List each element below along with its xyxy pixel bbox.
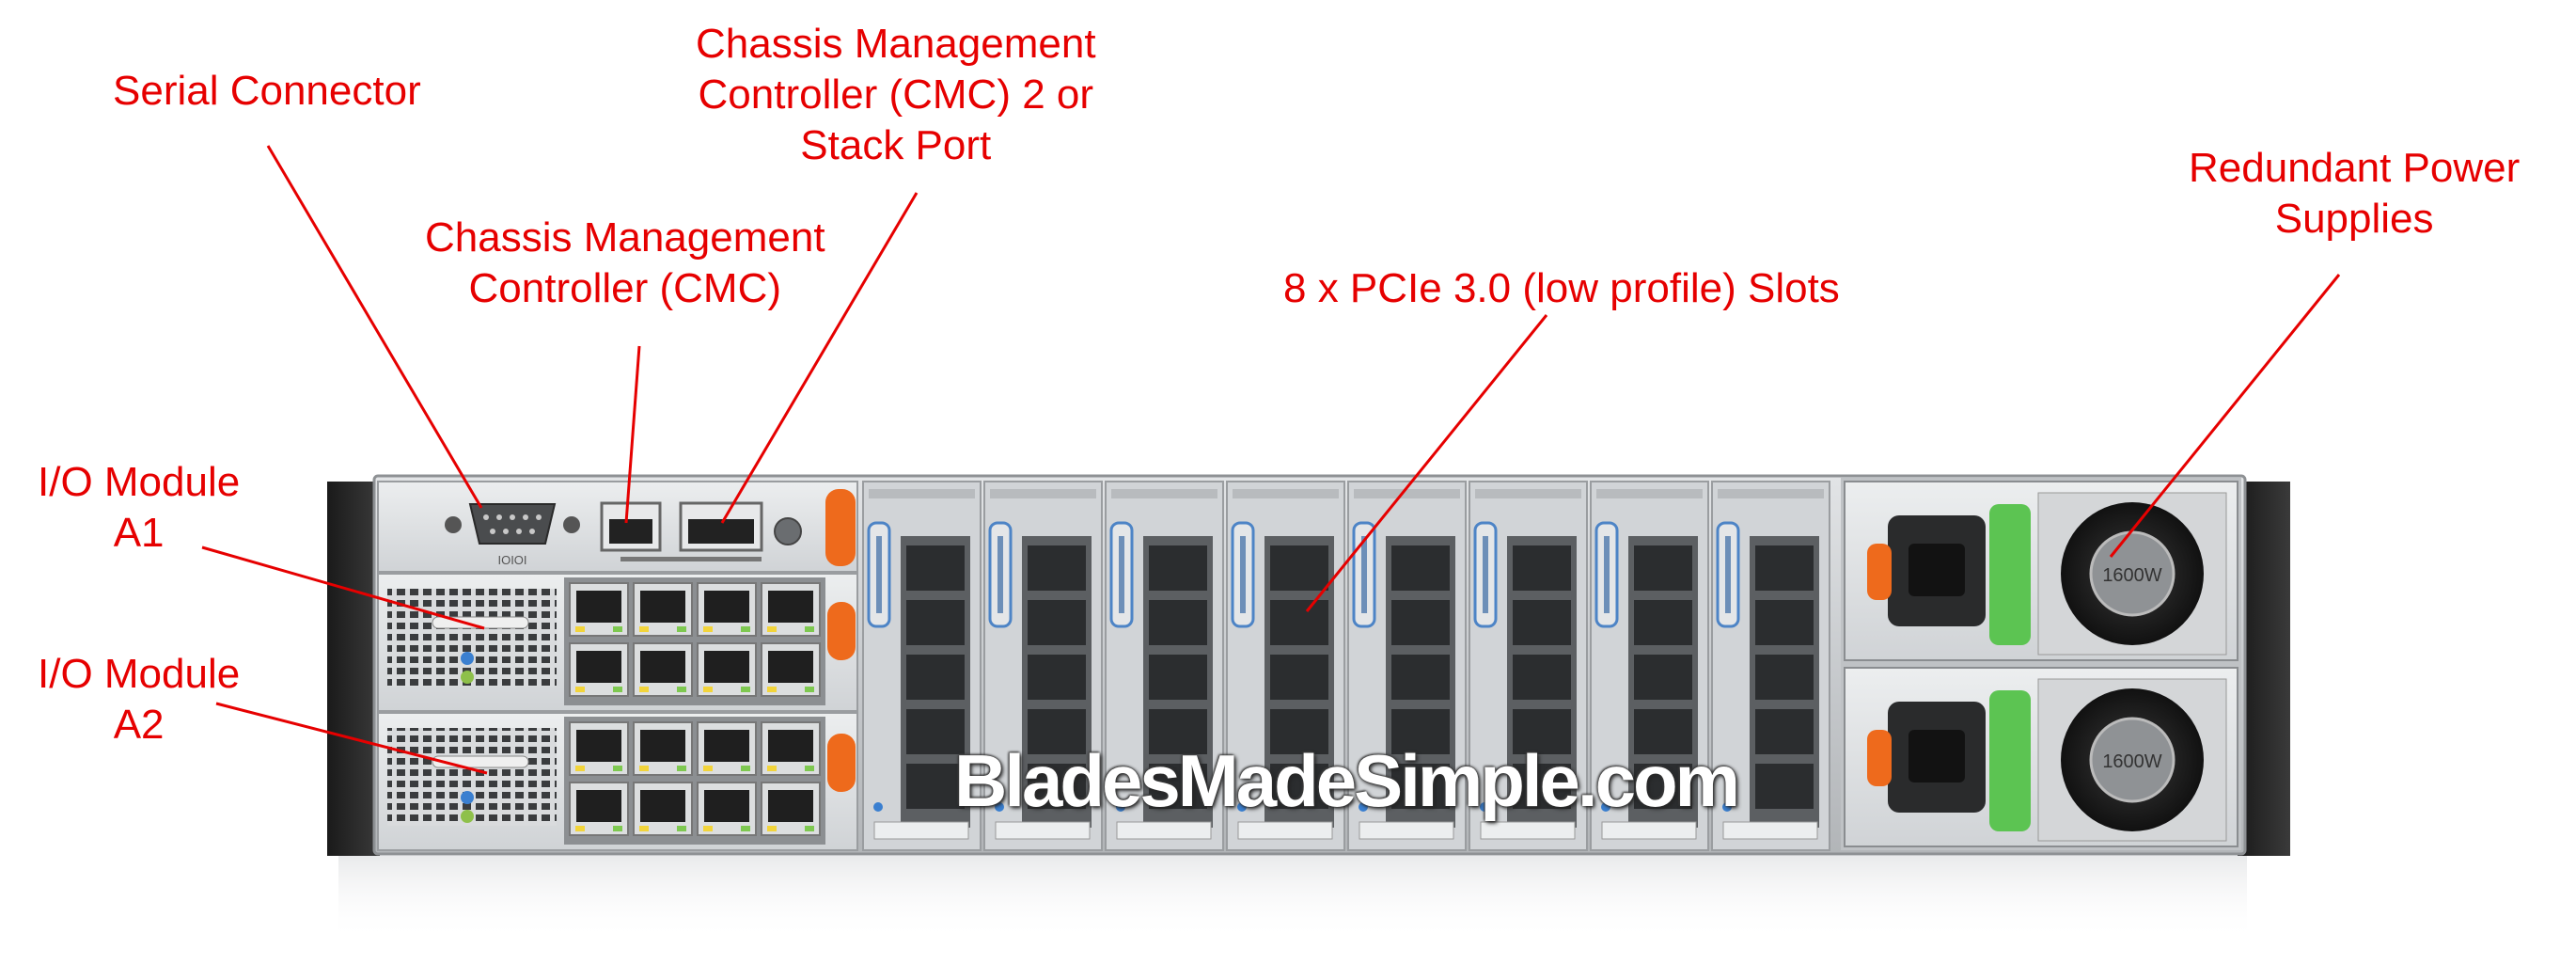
callout-line: I/O Module bbox=[38, 651, 241, 697]
leader-io-a2 bbox=[215, 702, 488, 775]
callout-line: Controller (CMC) 2 or bbox=[698, 71, 1094, 118]
io-module-a1 bbox=[377, 573, 858, 712]
callout-line: A2 bbox=[113, 702, 165, 748]
pcie-slot bbox=[983, 481, 1103, 851]
callout-line: Serial Connector bbox=[113, 68, 421, 114]
callout-line: 8 x PCIe 3.0 (low profile) Slots bbox=[1283, 265, 1840, 311]
callout-line: Supplies bbox=[2274, 196, 2434, 242]
leader-serial bbox=[266, 145, 483, 509]
label-serial-connector: Serial Connector bbox=[113, 66, 421, 117]
callout-line: Chassis Management bbox=[696, 21, 1096, 67]
pcie-slot bbox=[862, 481, 982, 851]
leader-lines bbox=[201, 145, 2341, 775]
leader-cmc bbox=[624, 345, 641, 524]
leader-pcie bbox=[1305, 314, 1548, 612]
cmc-latch bbox=[825, 489, 856, 566]
pcie-slot bbox=[1711, 481, 1830, 851]
psu-1-wattage: 1600W bbox=[2102, 565, 2161, 586]
pcie-slot-area bbox=[862, 481, 1830, 851]
pcie-slot bbox=[1347, 481, 1467, 851]
watermark: BladesMadeSimple.com bbox=[954, 739, 1740, 822]
io-module-a2 bbox=[377, 712, 858, 851]
serial-marking: IOIOI bbox=[497, 553, 526, 567]
pcie-slot bbox=[1590, 481, 1709, 851]
callout-line: Stack Port bbox=[800, 122, 992, 168]
cmc2-stack-port bbox=[679, 501, 763, 552]
leader-psu bbox=[2109, 274, 2341, 558]
callout-line: Chassis Management bbox=[425, 214, 825, 261]
leader-cmc2 bbox=[720, 192, 919, 524]
cmc-port bbox=[600, 501, 662, 552]
pcie-slot bbox=[1226, 481, 1345, 851]
callout-line: Controller (CMC) bbox=[468, 265, 782, 311]
power-supply-1: 1600W bbox=[1844, 481, 2238, 661]
power-supply-2: 1600W bbox=[1844, 667, 2238, 847]
serial-connector: IOIOI bbox=[445, 503, 580, 567]
callout-line: Redundant Power bbox=[2189, 145, 2521, 191]
label-pcie-slots: 8 x PCIe 3.0 (low profile) Slots bbox=[1283, 263, 1840, 314]
callout-line: A1 bbox=[113, 510, 165, 556]
rack-ear-left bbox=[327, 482, 380, 856]
psu-2-wattage: 1600W bbox=[2102, 751, 2161, 772]
pcie-slot bbox=[1469, 481, 1588, 851]
pcie-slot bbox=[1105, 481, 1224, 851]
identify-button bbox=[774, 517, 802, 545]
callout-line: I/O Module bbox=[38, 459, 241, 505]
leader-io-a1 bbox=[201, 545, 485, 630]
